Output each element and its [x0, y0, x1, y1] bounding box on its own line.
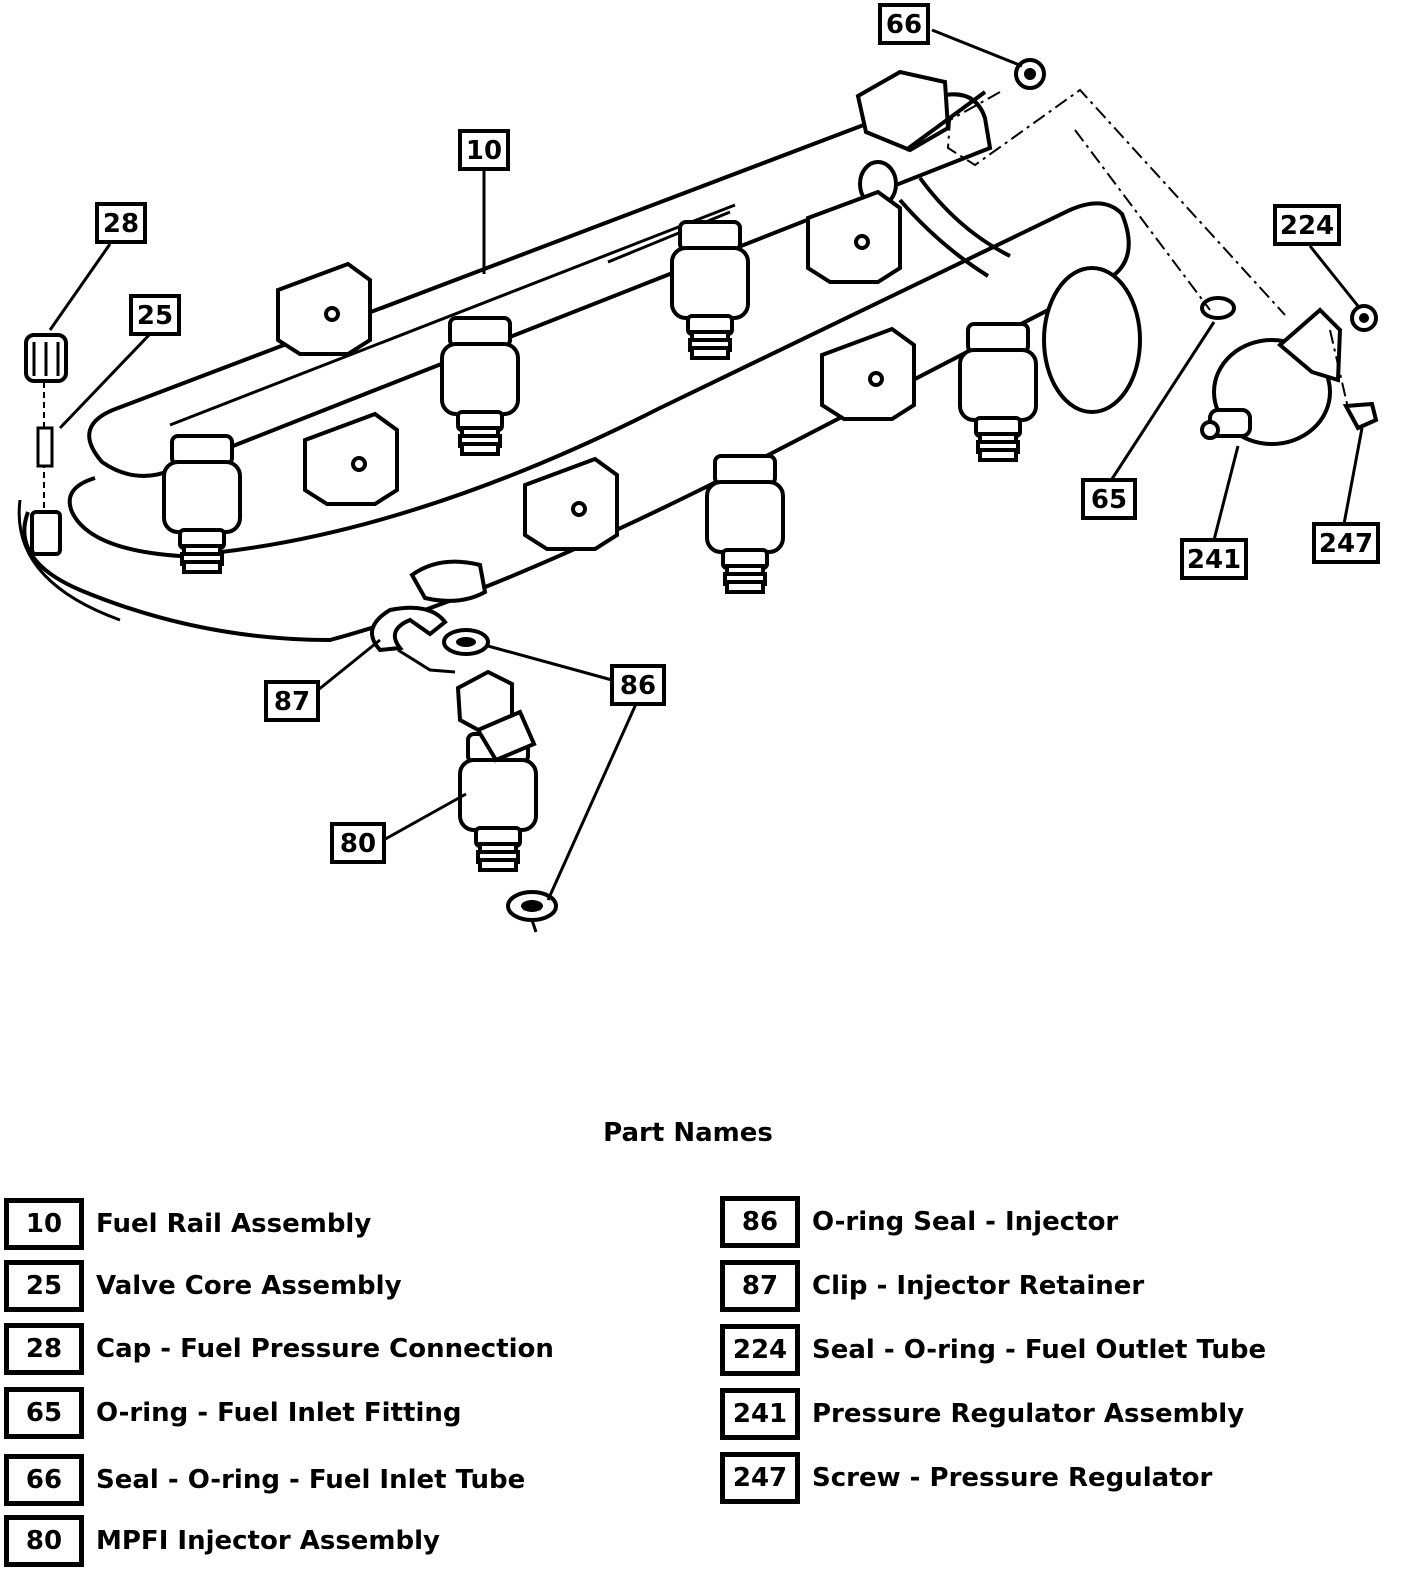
legend-part-name: O-ring - Fuel Inlet Fitting [96, 1398, 462, 1428]
legend-part-name: O-ring Seal - Injector [812, 1207, 1119, 1237]
callout-247-label: 247 [1319, 529, 1373, 559]
legend-part-name: Seal - O-ring - Fuel Outlet Tube [812, 1335, 1267, 1365]
legend-number: 241 [720, 1388, 800, 1440]
callout-10-label: 10 [466, 136, 502, 166]
fuel-rail-exploded-diagram: 66 10 28 25 224 65 [17, 3, 1380, 933]
legend-number: 224 [720, 1324, 800, 1376]
callout-241-label: 241 [1187, 545, 1241, 575]
legend-row: 87 Clip - Injector Retainer [720, 1260, 1144, 1312]
fuel-rail-assembly [17, 69, 1142, 643]
callout-10: 10 [458, 129, 510, 171]
legend-part-name: Fuel Rail Assembly [96, 1209, 372, 1239]
legend-row: 10 Fuel Rail Assembly [4, 1198, 371, 1250]
fuel-pressure-cap [24, 333, 68, 383]
legend-row: 66 Seal - O-ring - Fuel Inlet Tube [4, 1454, 525, 1506]
callout-86-label: 86 [620, 671, 656, 701]
legend-number: 65 [4, 1387, 84, 1439]
callout-25-label: 25 [137, 301, 173, 331]
leader-lines [48, 28, 1364, 901]
legend-number: 10 [4, 1198, 84, 1250]
callout-66: 66 [878, 3, 930, 45]
legend-title: Part Names [603, 1118, 773, 1148]
legend-number: 247 [720, 1452, 800, 1504]
legend-row: 80 MPFI Injector Assembly [4, 1515, 440, 1567]
callout-80-label: 80 [340, 829, 376, 859]
legend-number: 86 [720, 1196, 800, 1248]
legend-row: 224 Seal - O-ring - Fuel Outlet Tube [720, 1324, 1266, 1376]
legend-part-name: Cap - Fuel Pressure Connection [96, 1334, 554, 1364]
legend-row: 28 Cap - Fuel Pressure Connection [4, 1323, 554, 1375]
diagram-svg: 66 10 28 25 224 65 [17, 3, 1380, 933]
callout-28: 28 [95, 202, 147, 244]
legend-row: 25 Valve Core Assembly [4, 1260, 402, 1312]
legend-row: 241 Pressure Regulator Assembly [720, 1388, 1244, 1440]
callout-28-label: 28 [103, 209, 139, 239]
legend-part-name: Seal - O-ring - Fuel Inlet Tube [96, 1465, 526, 1495]
callout-86: 86 [610, 664, 666, 706]
callout-65-label: 65 [1091, 485, 1127, 515]
legend-number: 66 [4, 1454, 84, 1506]
legend-row: 247 Screw - Pressure Regulator [720, 1452, 1212, 1504]
callout-224: 224 [1273, 204, 1341, 246]
callout-241: 241 [1180, 538, 1248, 580]
legend-row: 86 O-ring Seal - Injector [720, 1196, 1118, 1248]
legend-part-name: Pressure Regulator Assembly [812, 1399, 1245, 1429]
legend-part-name: Clip - Injector Retainer [812, 1271, 1145, 1301]
valve-core [30, 382, 62, 556]
legend-part-name: MPFI Injector Assembly [96, 1526, 440, 1556]
exploded-injector-group [370, 605, 558, 933]
legend-number: 87 [720, 1260, 800, 1312]
callout-247: 247 [1312, 522, 1380, 564]
callout-87: 87 [264, 680, 320, 722]
legend-number: 28 [4, 1323, 84, 1375]
callout-65: 65 [1081, 478, 1137, 520]
legend-number: 25 [4, 1260, 84, 1312]
legend-row: 65 O-ring - Fuel Inlet Fitting [4, 1387, 461, 1439]
callout-80: 80 [330, 822, 386, 864]
legend-part-name: Screw - Pressure Regulator [812, 1463, 1213, 1493]
legend-number: 80 [4, 1515, 84, 1567]
explode-lines [946, 88, 1349, 409]
exploded-pressure-regulator [1014, 58, 1379, 446]
callout-66-label: 66 [886, 10, 922, 40]
callout-87-label: 87 [274, 687, 310, 717]
callout-224-label: 224 [1280, 211, 1334, 241]
legend-part-name: Valve Core Assembly [96, 1271, 402, 1301]
callout-25: 25 [129, 294, 181, 336]
